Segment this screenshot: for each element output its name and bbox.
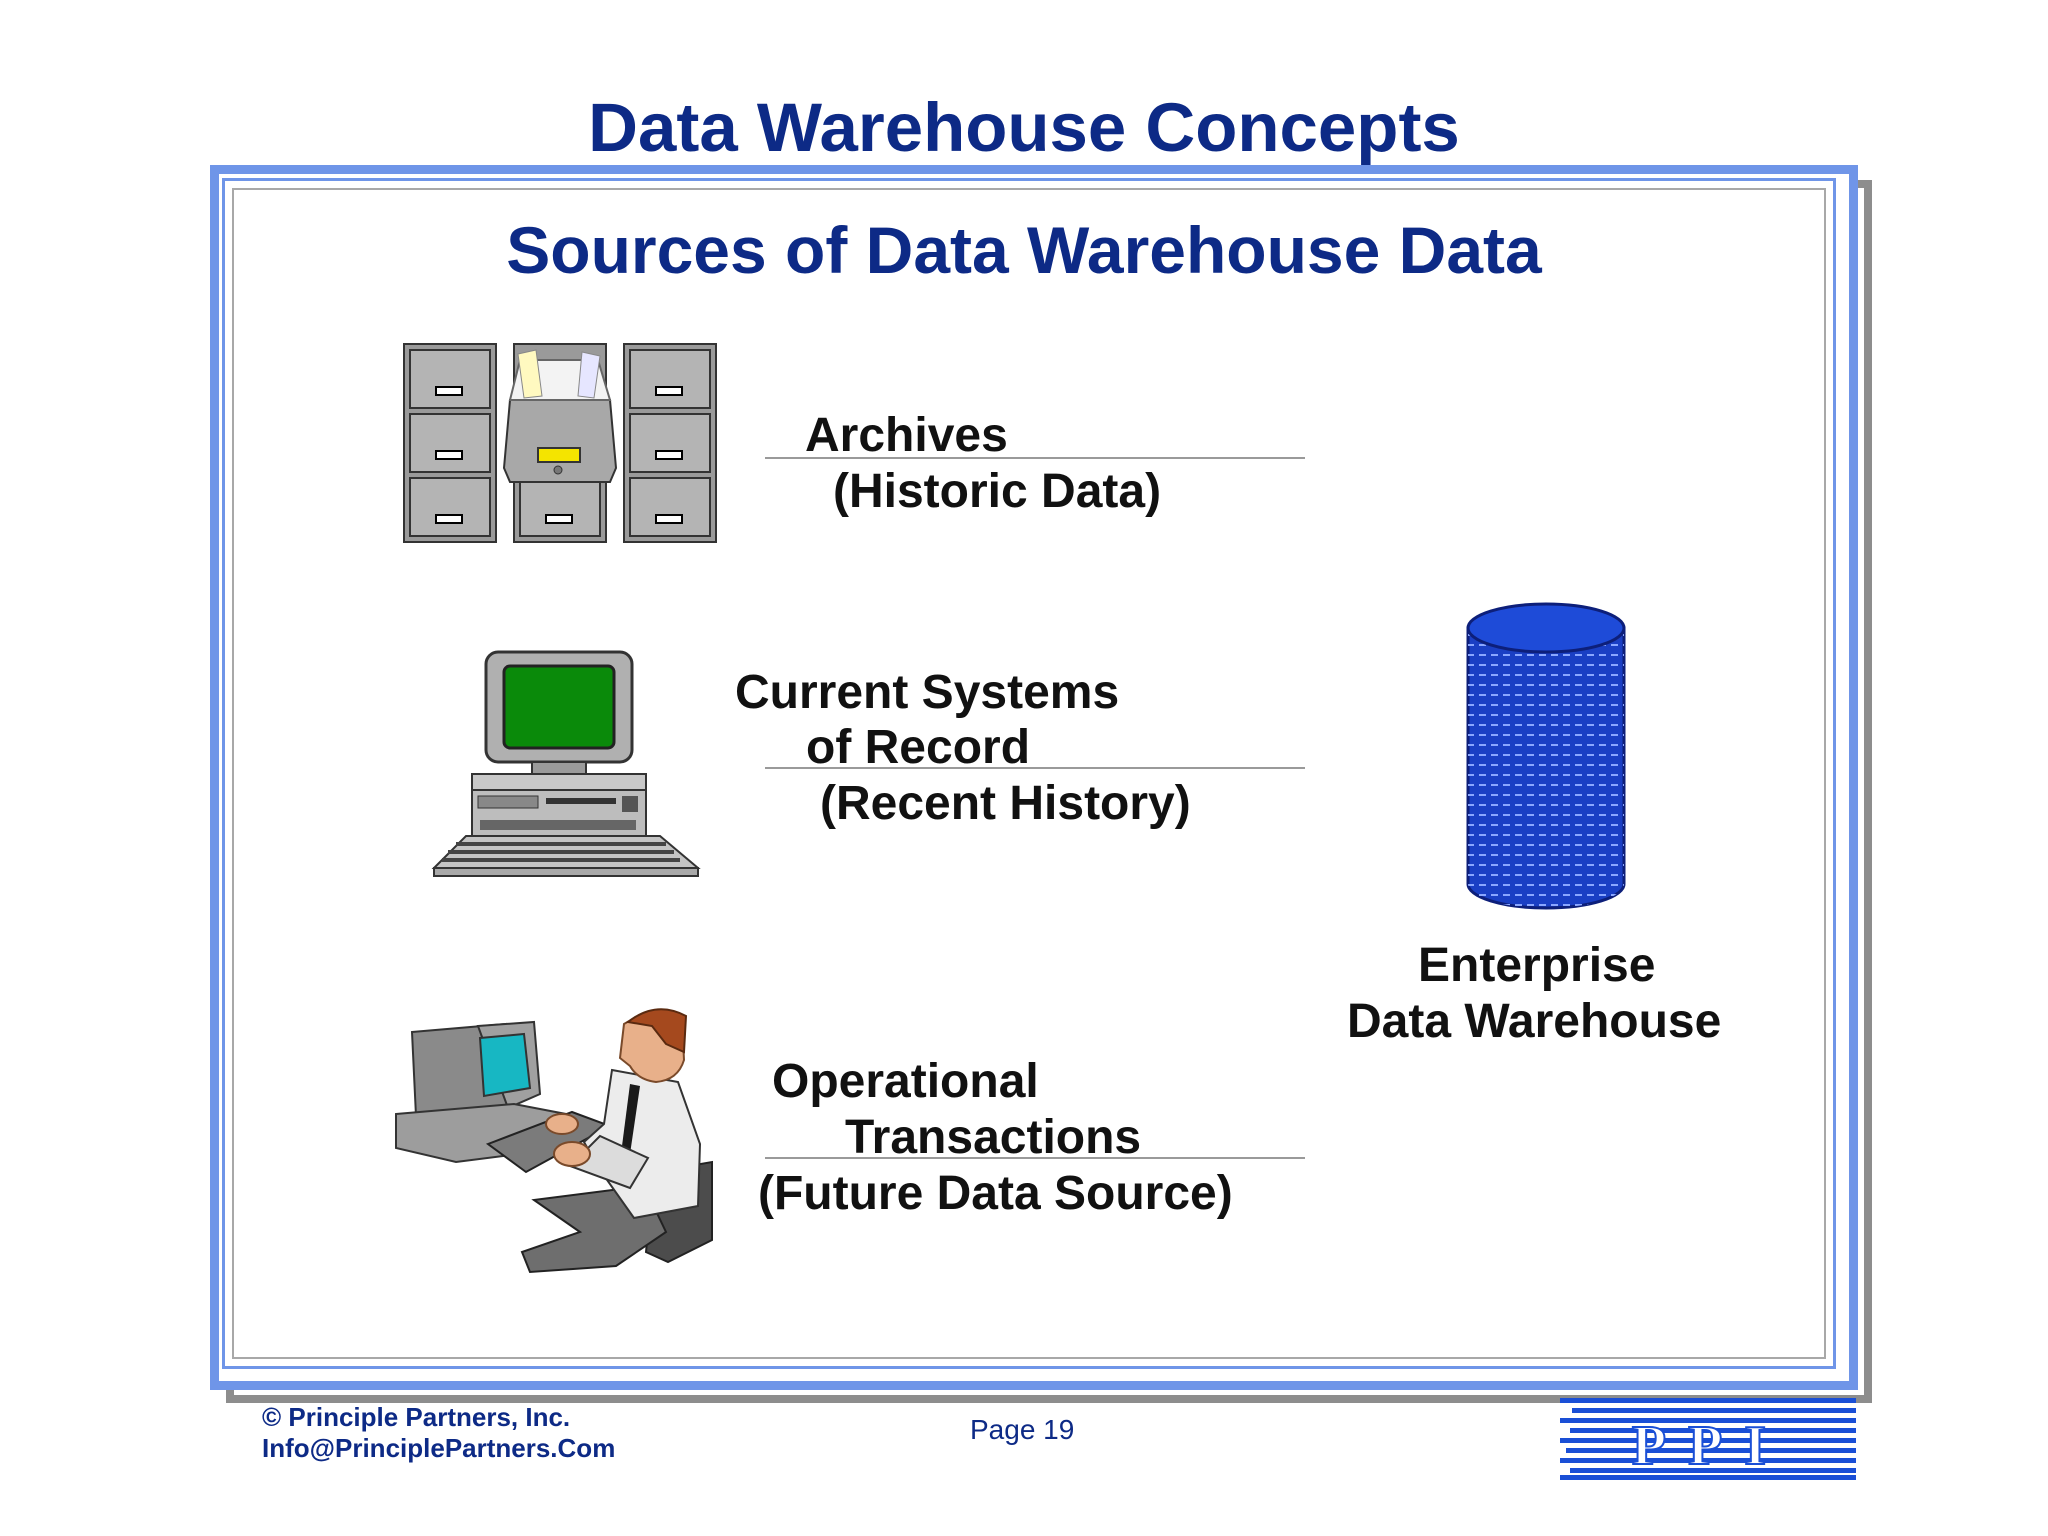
ppi-logo: PPI: [1560, 1398, 1856, 1480]
filing-cabinets-icon: [403, 343, 717, 543]
current-systems-sublabel: (Recent History): [820, 777, 1191, 830]
page-number: Page 19: [970, 1414, 1075, 1445]
current-systems-label: Current Systems: [735, 666, 1120, 719]
page-title: Data Warehouse Concepts: [588, 89, 1460, 166]
operational-label-2: Transactions: [845, 1111, 1142, 1164]
warehouse-label-2: Data Warehouse: [1347, 995, 1722, 1048]
current-systems-divider: [765, 767, 1305, 769]
archives-label: Archives: [805, 409, 1008, 462]
frame-inner-border: [222, 178, 1836, 1369]
ppi-logo-text: PPI: [1632, 1415, 1788, 1477]
database-cylinder-icon: [1466, 602, 1626, 910]
slide-subtitle: Sources of Data Warehouse Data: [506, 213, 1542, 287]
operational-sublabel: (Future Data Source): [758, 1167, 1233, 1220]
operational-divider: [765, 1157, 1305, 1159]
archives-sublabel: (Historic Data): [833, 465, 1162, 518]
current-systems-label-2: of Record: [806, 721, 1031, 774]
computer-workstation-icon: [431, 650, 701, 877]
archives-divider: [765, 457, 1305, 459]
warehouse-label: Enterprise: [1418, 939, 1656, 992]
frame-inner-border-gray: [232, 188, 1826, 1359]
copyright-text: © Principle Partners, Inc.: [262, 1402, 571, 1432]
operational-label: Operational: [772, 1055, 1039, 1108]
footer-contact: © Principle Partners, Inc. Info@Principl…: [262, 1402, 615, 1464]
person-at-computer-icon: [395, 1008, 713, 1274]
email-text: Info@PrinciplePartners.Com: [262, 1433, 616, 1463]
